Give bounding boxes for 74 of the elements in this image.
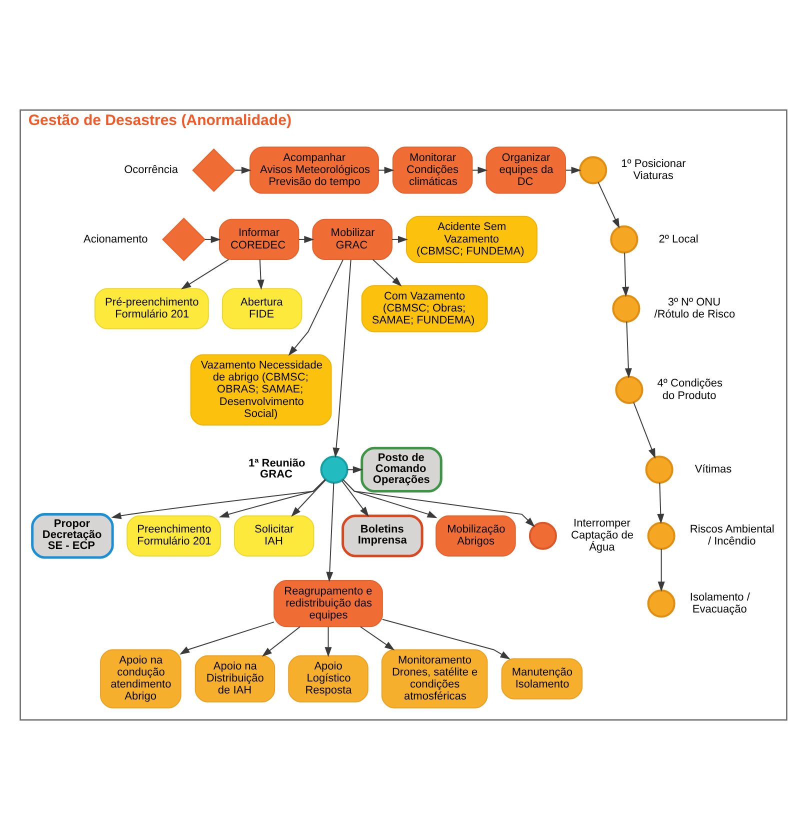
node-box: Apoio na Distribuição de IAH xyxy=(194,655,276,702)
arrow xyxy=(348,466,363,474)
node-box: Informar COREDEC xyxy=(218,218,300,260)
node-label: 4º Condições do Produto xyxy=(657,378,723,402)
arrow xyxy=(291,480,326,517)
arrow xyxy=(218,479,326,518)
arrow xyxy=(392,236,408,243)
node-circle xyxy=(647,522,676,550)
node-box: Manutenção Isolamento xyxy=(501,658,583,700)
node-label: 1º Posicionar Viaturas xyxy=(621,158,686,182)
arrow xyxy=(262,626,300,657)
arrow xyxy=(288,260,344,356)
node-label: Vítimas xyxy=(694,463,732,476)
node-box: Reagrupamento e redistribuição das equipes xyxy=(274,580,383,628)
node-label: Isolamento / Evacuação xyxy=(690,591,750,616)
node-box: Monitorar Condições climáticas xyxy=(392,146,473,194)
node-box: Mobilização Abrigos xyxy=(436,515,516,556)
node-box: Acompanhar Avisos Meteorológicos Previsão do tempo xyxy=(250,146,379,194)
arrow xyxy=(180,622,274,655)
arrow xyxy=(341,480,369,517)
node-circle xyxy=(612,294,640,323)
arrow xyxy=(180,259,229,290)
node-box: Vazamento Necessidade de abrigo (CBMSC; OBRAS; SAMAE; Desenvolvimento Social) xyxy=(190,354,332,426)
arrow xyxy=(378,166,394,174)
arrow xyxy=(372,259,402,286)
node-label: 3º Nº ONU /Rótulo de Risco xyxy=(654,296,736,320)
node-label: Interromper Captação de Água xyxy=(571,518,634,554)
arrow xyxy=(658,548,665,592)
arrow xyxy=(342,479,535,528)
arrow xyxy=(472,166,488,174)
node-label: Ocorrência xyxy=(124,164,178,176)
arrow xyxy=(324,626,332,658)
node-circle xyxy=(579,156,608,184)
node-circle xyxy=(645,456,674,484)
node-circle xyxy=(647,590,676,618)
node-label: 1ª Reunião GRAC xyxy=(248,457,306,480)
node-box: Abertura FIDE xyxy=(222,288,302,330)
arrow xyxy=(633,402,656,459)
node-label: Riscos Ambiental / Incêndio xyxy=(690,524,774,548)
arrow xyxy=(624,322,632,378)
arrow xyxy=(326,482,334,582)
node-diamond xyxy=(192,148,236,192)
node-circle xyxy=(610,225,638,254)
node-box: Monitoramento Drones, satélite e condições atmosféricas xyxy=(381,649,488,708)
arrow xyxy=(235,166,252,174)
node-circle xyxy=(320,456,348,484)
arrow xyxy=(598,182,620,228)
node-box: Organizar equipes da DC xyxy=(486,146,566,194)
arrow xyxy=(257,260,264,290)
arrow xyxy=(204,236,221,243)
node-box: Com Vazamento (CBMSC; Obras; SAMAE; FUNDEMA) xyxy=(361,285,488,332)
arrow xyxy=(360,626,395,650)
node-box: Mobilizar GRAC xyxy=(312,218,392,260)
arrow xyxy=(622,252,630,297)
node-box: Preenchimento Formulário 201 xyxy=(126,515,221,556)
node-box: Acidente Sem Vazamento (CBMSC; FUNDEMA) xyxy=(406,216,538,264)
node-box: Apoio Logístico Resposta xyxy=(288,655,368,702)
node-label: 2º Local xyxy=(658,233,698,246)
node-box: Propor Decretação SE - ECP xyxy=(31,513,114,559)
arrow xyxy=(332,260,352,458)
node-box: Boletins Imprensa xyxy=(342,514,424,558)
node-circle xyxy=(615,376,644,404)
node-box: Apoio na condução atendimento Abrigo xyxy=(100,649,182,708)
node-diamond xyxy=(162,218,206,262)
node-box: Pré-preenchimento Formulário 201 xyxy=(94,288,209,330)
node-circle xyxy=(528,522,557,550)
node-box: Posto de Comando Operações xyxy=(360,446,442,492)
arrow xyxy=(657,482,664,524)
arrow xyxy=(111,479,326,520)
node-label: Acionamento xyxy=(83,233,148,246)
arrow xyxy=(382,618,510,660)
node-box: Solicitar IAH xyxy=(234,515,314,556)
arrow xyxy=(566,166,582,174)
arrow xyxy=(298,236,314,243)
